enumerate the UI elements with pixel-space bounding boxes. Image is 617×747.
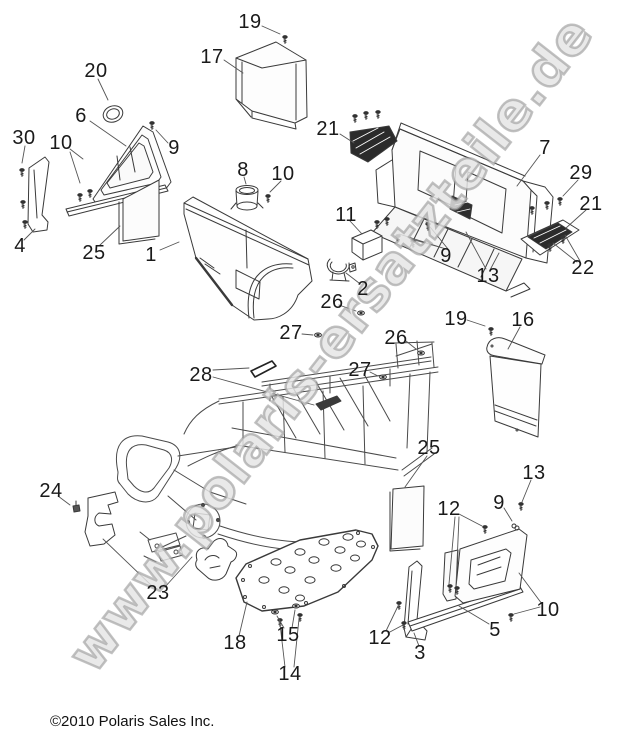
part-18-floor-plate [235,529,379,612]
part-21-vent-left [349,125,398,163]
part-25-sheet-left [118,179,160,245]
part-7-rear-panel [371,122,554,298]
part-4-support-bracket [27,156,50,233]
part-2-clamp [326,258,357,282]
part-23-heat-shield [195,538,238,581]
fasteners [19,35,566,630]
part-23-bracket [84,491,119,547]
part-1-side-panel [183,196,313,321]
part-20-ring [102,105,124,123]
part-5-fender-assembly [407,525,528,632]
part-16-mud-flap [486,337,546,438]
part-25-sheet-right [389,485,425,552]
leader-lines [21,25,587,668]
part-8-cup-holder [230,185,264,211]
part-11-bracket-box [351,229,383,261]
part-28-strips [250,360,342,411]
part-21-vent-right [520,219,580,256]
copyright-text: ©2010 Polaris Sales Inc. [50,713,215,730]
part-17-storage-bin [235,41,308,130]
part-24-clip [72,500,81,513]
